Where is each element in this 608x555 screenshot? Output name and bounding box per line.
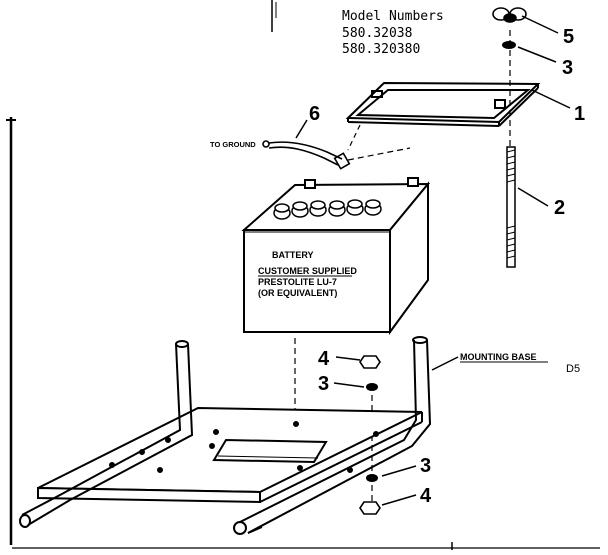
mounting-base-label: MOUNTING BASE (460, 352, 537, 362)
leader-mounting-base (431, 356, 459, 371)
ground-cable-part (262, 140, 351, 170)
callout-3-lower: 3 (420, 455, 431, 477)
washer-top-part (502, 41, 516, 49)
leader-6 (295, 119, 308, 139)
leader-3-lower (381, 465, 417, 477)
ground-dash-line (347, 147, 411, 161)
callout-4-upper: 4 (318, 348, 330, 370)
leader-5 (521, 15, 559, 34)
leader-3-top (517, 46, 557, 63)
threaded-rod-part (506, 146, 516, 268)
diagram-code: D5 (566, 363, 580, 375)
washer-upper-part (366, 383, 378, 391)
battery-caps (273, 199, 382, 220)
battery-label: BATTERY CUSTOMER SUPPLIED PRESTOLITE LU-… (258, 250, 357, 298)
battery-title: BATTERY (272, 250, 314, 260)
model-number-1: 580.32038 (342, 26, 412, 41)
callout-6: 6 (309, 103, 320, 125)
nut-lower-part (359, 501, 381, 515)
battery-line-2: PRESTOLITE LU-7 (258, 277, 337, 287)
callout-4-lower: 4 (420, 485, 432, 507)
washer-lower-part (366, 474, 378, 482)
wing-nut-part (492, 7, 527, 23)
leader-2 (517, 187, 549, 207)
callout-1: 1 (574, 103, 585, 125)
nut-upper-part (359, 355, 381, 369)
hold-down-frame-part (345, 81, 541, 127)
base-legs (19, 336, 432, 535)
model-heading: Model Numbers (342, 9, 444, 24)
model-number-2: 580.320380 (342, 42, 420, 57)
frame-dash-line (347, 124, 361, 151)
callout-3-upper: 3 (318, 373, 329, 395)
leader-4-upper (335, 356, 361, 361)
callout-2: 2 (554, 197, 565, 219)
callout-5: 5 (563, 26, 574, 48)
battery-part (241, 177, 431, 336)
model-numbers-block: Model Numbers 580.32038 580.320380 (342, 9, 444, 57)
mounting-base-part (37, 406, 423, 504)
leader-1 (531, 89, 571, 109)
to-ground-label: TO GROUND (210, 140, 256, 149)
battery-line-3: (OR EQUIVALENT) (258, 288, 337, 298)
leader-3-upper (333, 382, 365, 388)
callout-3-top: 3 (562, 57, 573, 79)
leader-4-lower (381, 494, 417, 506)
battery-line-1: CUSTOMER SUPPLIED (258, 266, 357, 276)
